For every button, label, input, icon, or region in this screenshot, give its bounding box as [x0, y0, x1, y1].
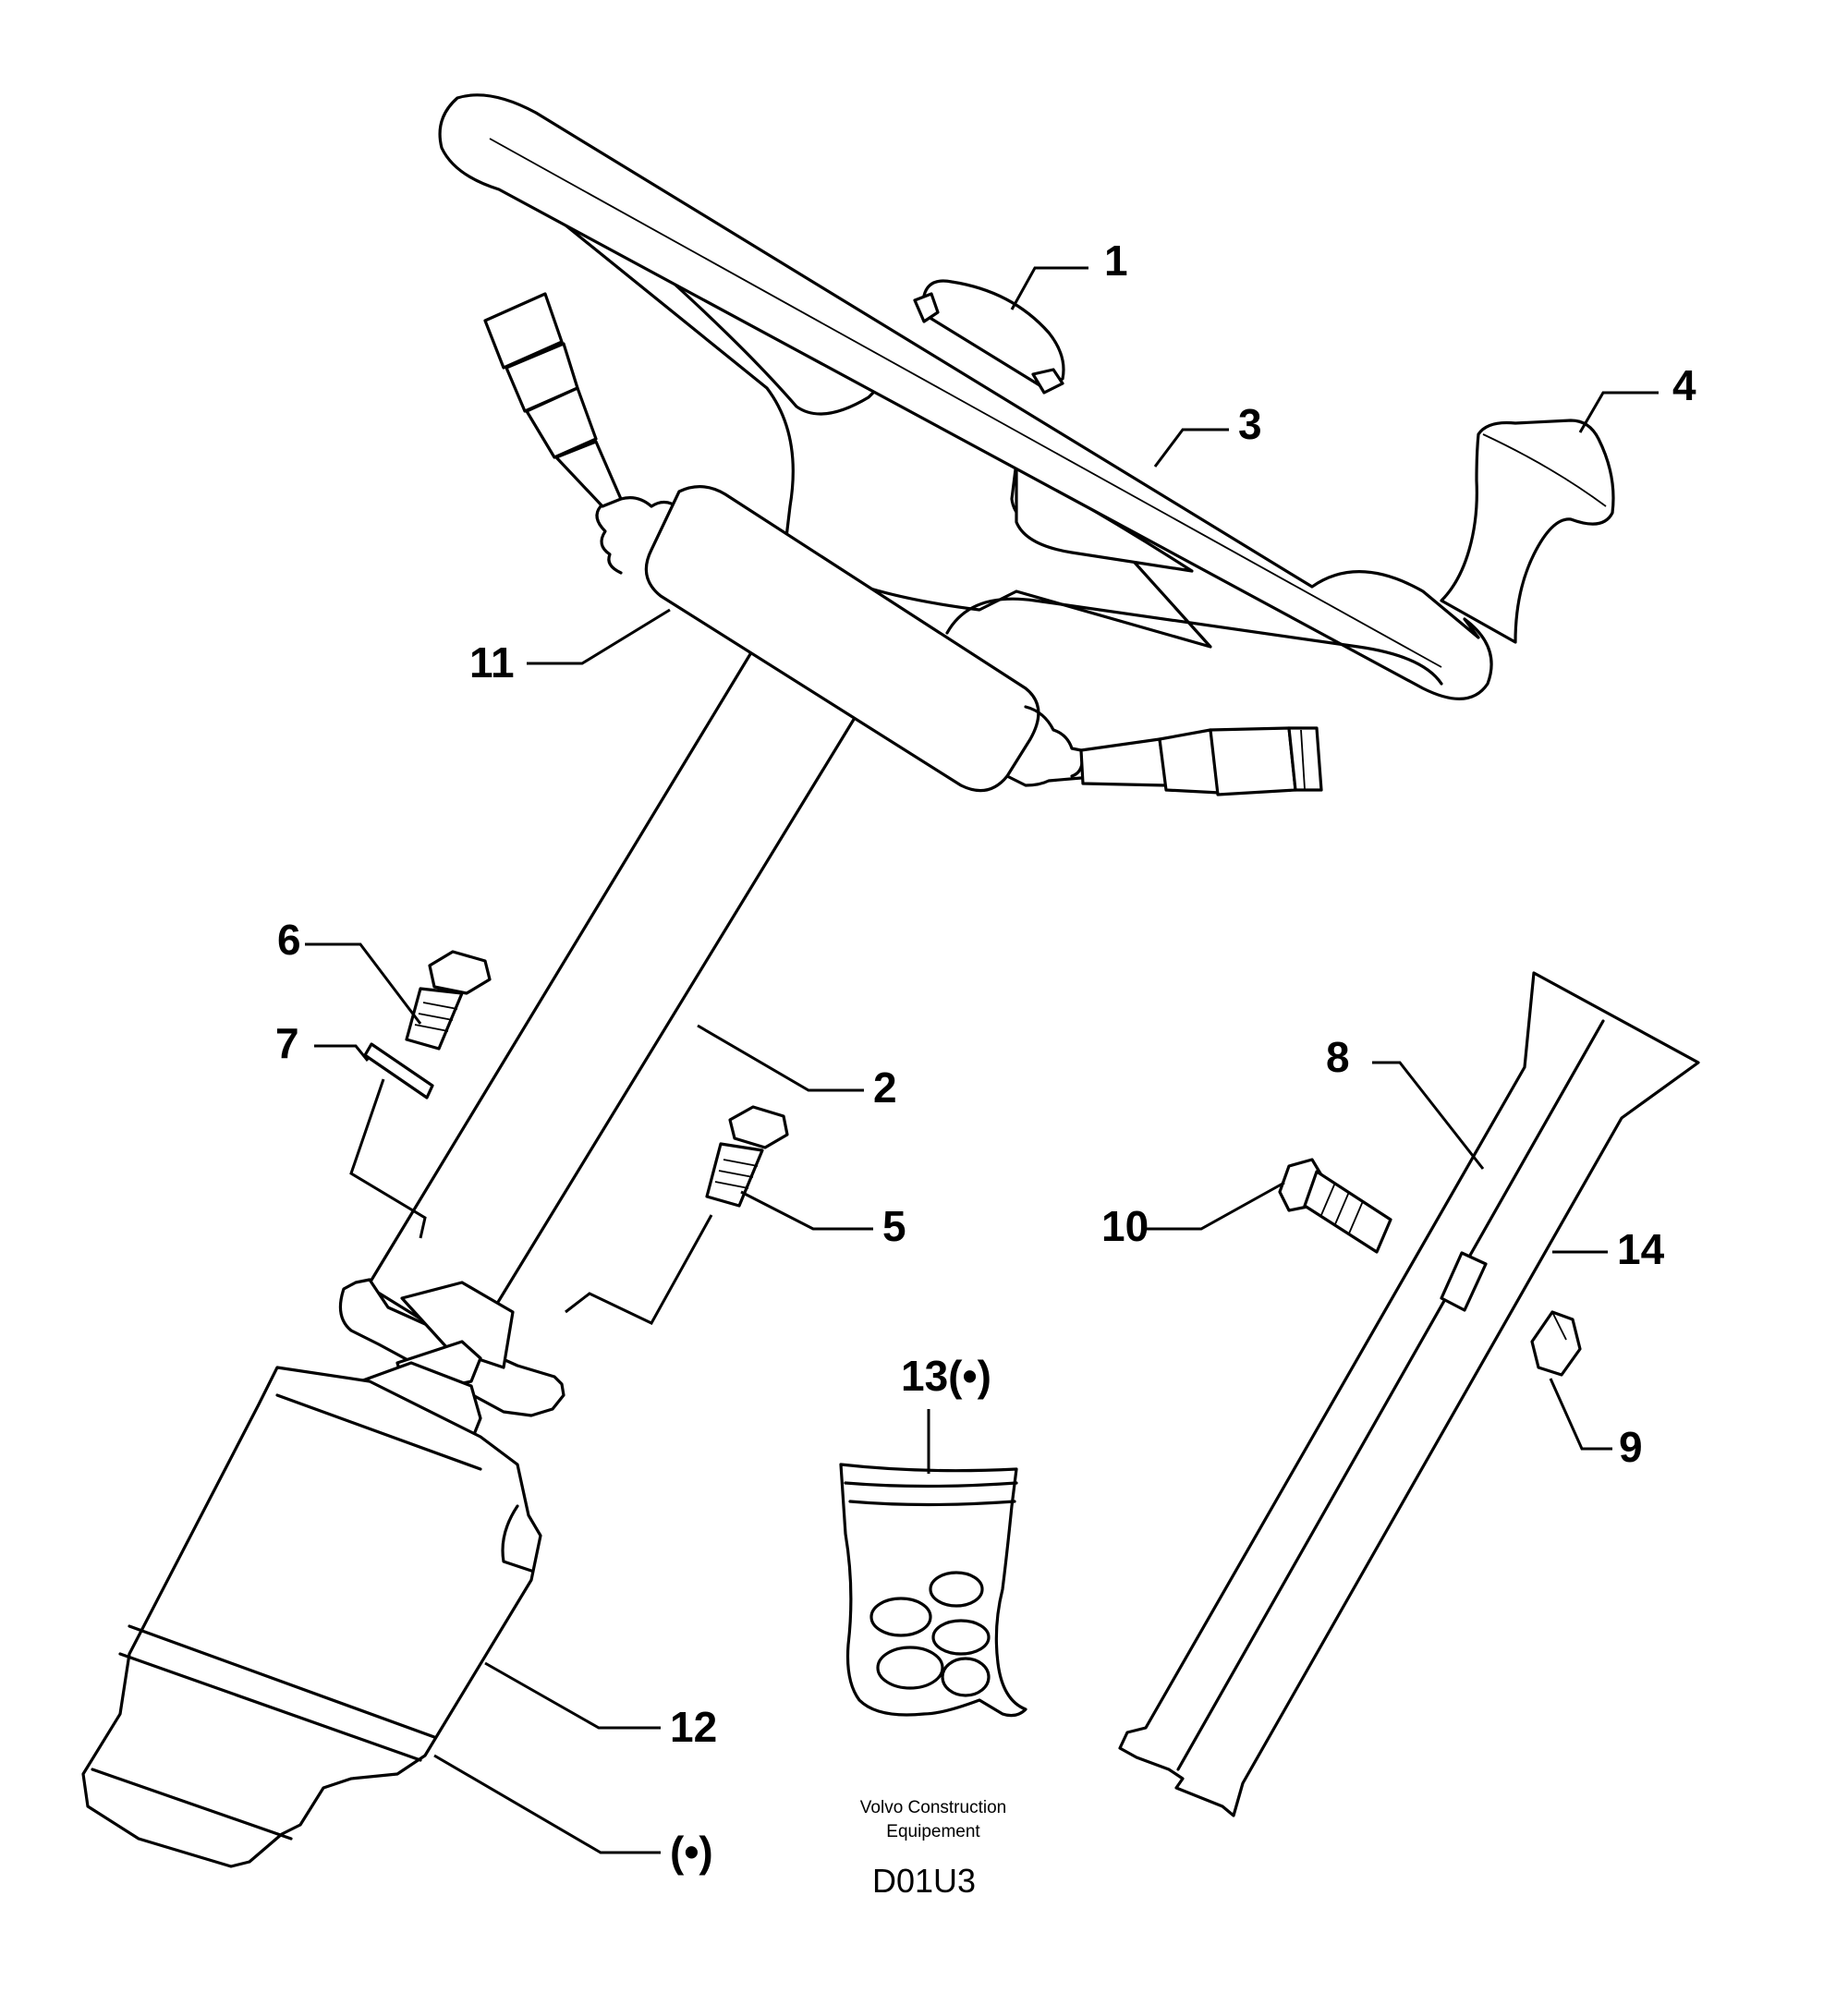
callout-bullet: (•) — [670, 1828, 713, 1876]
drawing-code: D01U3 — [872, 1862, 976, 1900]
bolt-10-part — [1278, 1158, 1392, 1254]
callout-3: 3 — [1238, 400, 1262, 448]
leader-lines — [305, 266, 1659, 1854]
drawing-footer: Volvo Construction Equipement D01U3 — [860, 1798, 1006, 1900]
callout-1: 1 — [1104, 237, 1128, 285]
callout-6: 6 — [277, 916, 301, 964]
bolt-5-part — [705, 1105, 789, 1208]
callout-9: 9 — [1619, 1423, 1643, 1471]
callout-labels: 1 3 4 11 6 7 2 5 8 10 14 9 13(•) 12 (•) — [275, 237, 1696, 1876]
nut-9-part — [1530, 1310, 1582, 1377]
callout-7: 7 — [275, 1019, 299, 1067]
company-name-line1: Volvo Construction — [860, 1798, 1006, 1817]
steering-unit-part — [81, 1340, 542, 1868]
center-cap-part — [913, 279, 1065, 395]
indicator-switch-part — [483, 292, 1323, 796]
callout-5: 5 — [882, 1202, 906, 1250]
bolt-6-part — [405, 950, 492, 1051]
callout-14: 14 — [1617, 1225, 1665, 1273]
steering-wheel-part — [438, 93, 1493, 700]
callout-2: 2 — [873, 1063, 897, 1112]
callout-13: 13(•) — [901, 1352, 991, 1400]
callout-10: 10 — [1101, 1202, 1149, 1250]
bracket-8-part — [1118, 971, 1700, 1817]
company-name-line2: Equipement — [886, 1822, 980, 1841]
callout-12: 12 — [670, 1703, 717, 1751]
spinner-knob-part — [1440, 419, 1615, 644]
key-7-part — [363, 1042, 434, 1100]
callout-4: 4 — [1672, 361, 1696, 409]
callout-11: 11 — [469, 638, 515, 687]
callout-8: 8 — [1326, 1033, 1350, 1081]
seal-kit-bag-part — [839, 1463, 1027, 1718]
